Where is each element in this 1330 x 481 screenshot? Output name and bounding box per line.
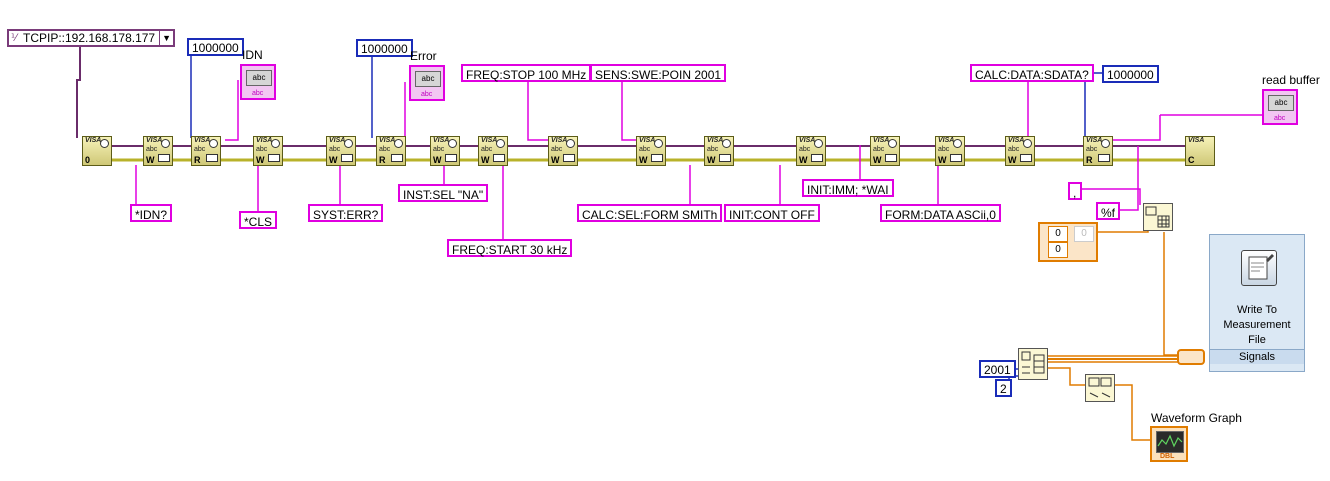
indicator-display: abc [246, 70, 272, 86]
visa-resource-constant[interactable]: ⅟ TCPIP::192.168.178.177 ▼ [7, 29, 176, 47]
clock-icon [814, 139, 823, 148]
clock-icon [722, 139, 731, 148]
reshape-array-node[interactable] [1018, 348, 1048, 380]
error-string-indicator[interactable]: abc abc [409, 65, 445, 101]
transpose-icon [1088, 377, 1112, 398]
cmd-syst-err[interactable]: SYST:ERR? [308, 204, 384, 222]
cmd-init-cont-off[interactable]: INIT:CONT OFF [724, 204, 820, 222]
spreadsheet-icon [1145, 206, 1170, 228]
indicator-display: abc [415, 71, 441, 87]
string-type-icon: abc [1274, 115, 1286, 122]
cmd-calc-data[interactable]: CALC:DATA:SDATA? [970, 64, 1094, 82]
format-string-constant[interactable]: %f [1096, 202, 1121, 220]
clock-icon [1101, 139, 1110, 148]
idn-indicator-label: IDN [242, 48, 263, 62]
clock-icon [394, 139, 403, 148]
byte-count-constant-2[interactable]: 1000000 [356, 39, 413, 57]
clock-icon [654, 139, 663, 148]
byte-count-constant-1[interactable]: 1000000 [187, 38, 244, 56]
cmd-freq-start[interactable]: FREQ:START 30 kHz [447, 239, 573, 257]
cmd-sens-swe-poin[interactable]: SENS:SWE:POIN 2001 [590, 64, 727, 82]
visa-resource-name: TCPIP::192.168.178.177 [23, 31, 156, 45]
reshape-dim-2-constant[interactable]: 2 [995, 379, 1012, 397]
clock-icon [448, 139, 457, 148]
clock-icon [566, 139, 575, 148]
cmd-init-imm-wai[interactable]: INIT:IMM; *WAI [802, 179, 894, 197]
express-vi-title-line3: File [1248, 334, 1266, 346]
reshape-dim-1-constant[interactable]: 2001 [979, 360, 1016, 378]
clock-icon [209, 139, 218, 148]
cmd-inst-sel[interactable]: INST:SEL "NA" [398, 184, 489, 202]
string-wires [135, 80, 1271, 240]
cmd-idn-query[interactable]: *IDN? [130, 204, 173, 222]
byte-count-constant-3[interactable]: 1000000 [1102, 65, 1159, 83]
transpose-array-node[interactable] [1085, 374, 1115, 402]
array-constant[interactable]: 0 0 0 [1038, 222, 1098, 262]
array-index-1[interactable]: 0 [1048, 242, 1068, 258]
waveform-icon [1156, 431, 1184, 453]
clock-icon [271, 139, 280, 148]
read-buffer-indicator[interactable]: abc abc [1262, 89, 1298, 125]
array-index-0[interactable]: 0 [1048, 226, 1068, 242]
clock-icon [888, 139, 897, 148]
spreadsheet-string-to-array-node[interactable] [1143, 203, 1173, 231]
cmd-form-data[interactable]: FORM:DATA ASCii,0 [880, 204, 1001, 222]
express-vi-title-line2: Measurement [1223, 319, 1291, 331]
cmd-cls[interactable]: *CLS [239, 211, 278, 229]
visa-resource-icon: ⅟ [11, 33, 17, 44]
error-indicator-label: Error [410, 49, 437, 63]
cmd-freq-stop[interactable]: FREQ:STOP 100 MHz [461, 64, 592, 82]
clock-icon [496, 139, 505, 148]
clock-icon [161, 139, 170, 148]
clock-icon [1023, 139, 1032, 148]
resource-dropdown-arrow-icon[interactable]: ▼ [159, 31, 173, 45]
clock-icon [344, 139, 353, 148]
idn-string-indicator[interactable]: abc abc [240, 64, 276, 100]
signals-terminal[interactable]: Signals [1210, 349, 1304, 364]
write-file-icon [1241, 250, 1277, 286]
array-element[interactable]: 0 [1074, 226, 1094, 242]
reshape-array-icon [1021, 351, 1045, 374]
clock-icon [953, 139, 962, 148]
waveform-graph-terminal[interactable]: DBL [1150, 426, 1188, 462]
delimiter-constant[interactable]: , [1068, 182, 1082, 200]
string-type-icon: abc [421, 91, 433, 98]
dbl-type-label: DBL [1160, 453, 1175, 460]
express-vi-title-line1: Write To [1237, 304, 1277, 316]
read-buffer-label: read buffer [1262, 73, 1320, 87]
indicator-display: abc [1268, 95, 1294, 111]
signals-input-node [1177, 349, 1205, 365]
clock-icon [100, 139, 109, 148]
string-type-icon: abc [252, 90, 264, 97]
waveform-graph-label: Waveform Graph [1151, 411, 1242, 425]
cmd-calc-sel-form[interactable]: CALC:SEL:FORM SMITh [577, 204, 723, 222]
write-to-measurement-file-express-vi[interactable]: Write To Measurement File Signals [1209, 234, 1305, 372]
